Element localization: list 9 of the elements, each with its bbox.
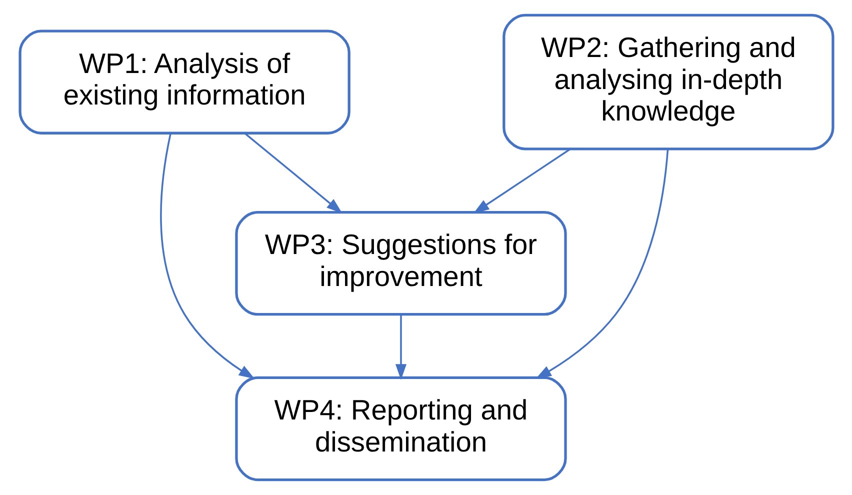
node-box: WP2: Gathering and analysing in-depth knowledge [502,14,834,150]
node-box: WP3: Suggestions for improvement [234,211,566,316]
arrow [535,149,668,380]
arrow [394,314,406,380]
arrow [160,133,254,379]
arrow [244,132,342,214]
node-box: WP4: Reporting and dissemination [234,376,566,482]
node-box: WP1: Analysis of existing information [18,30,350,134]
arrow [472,148,570,214]
